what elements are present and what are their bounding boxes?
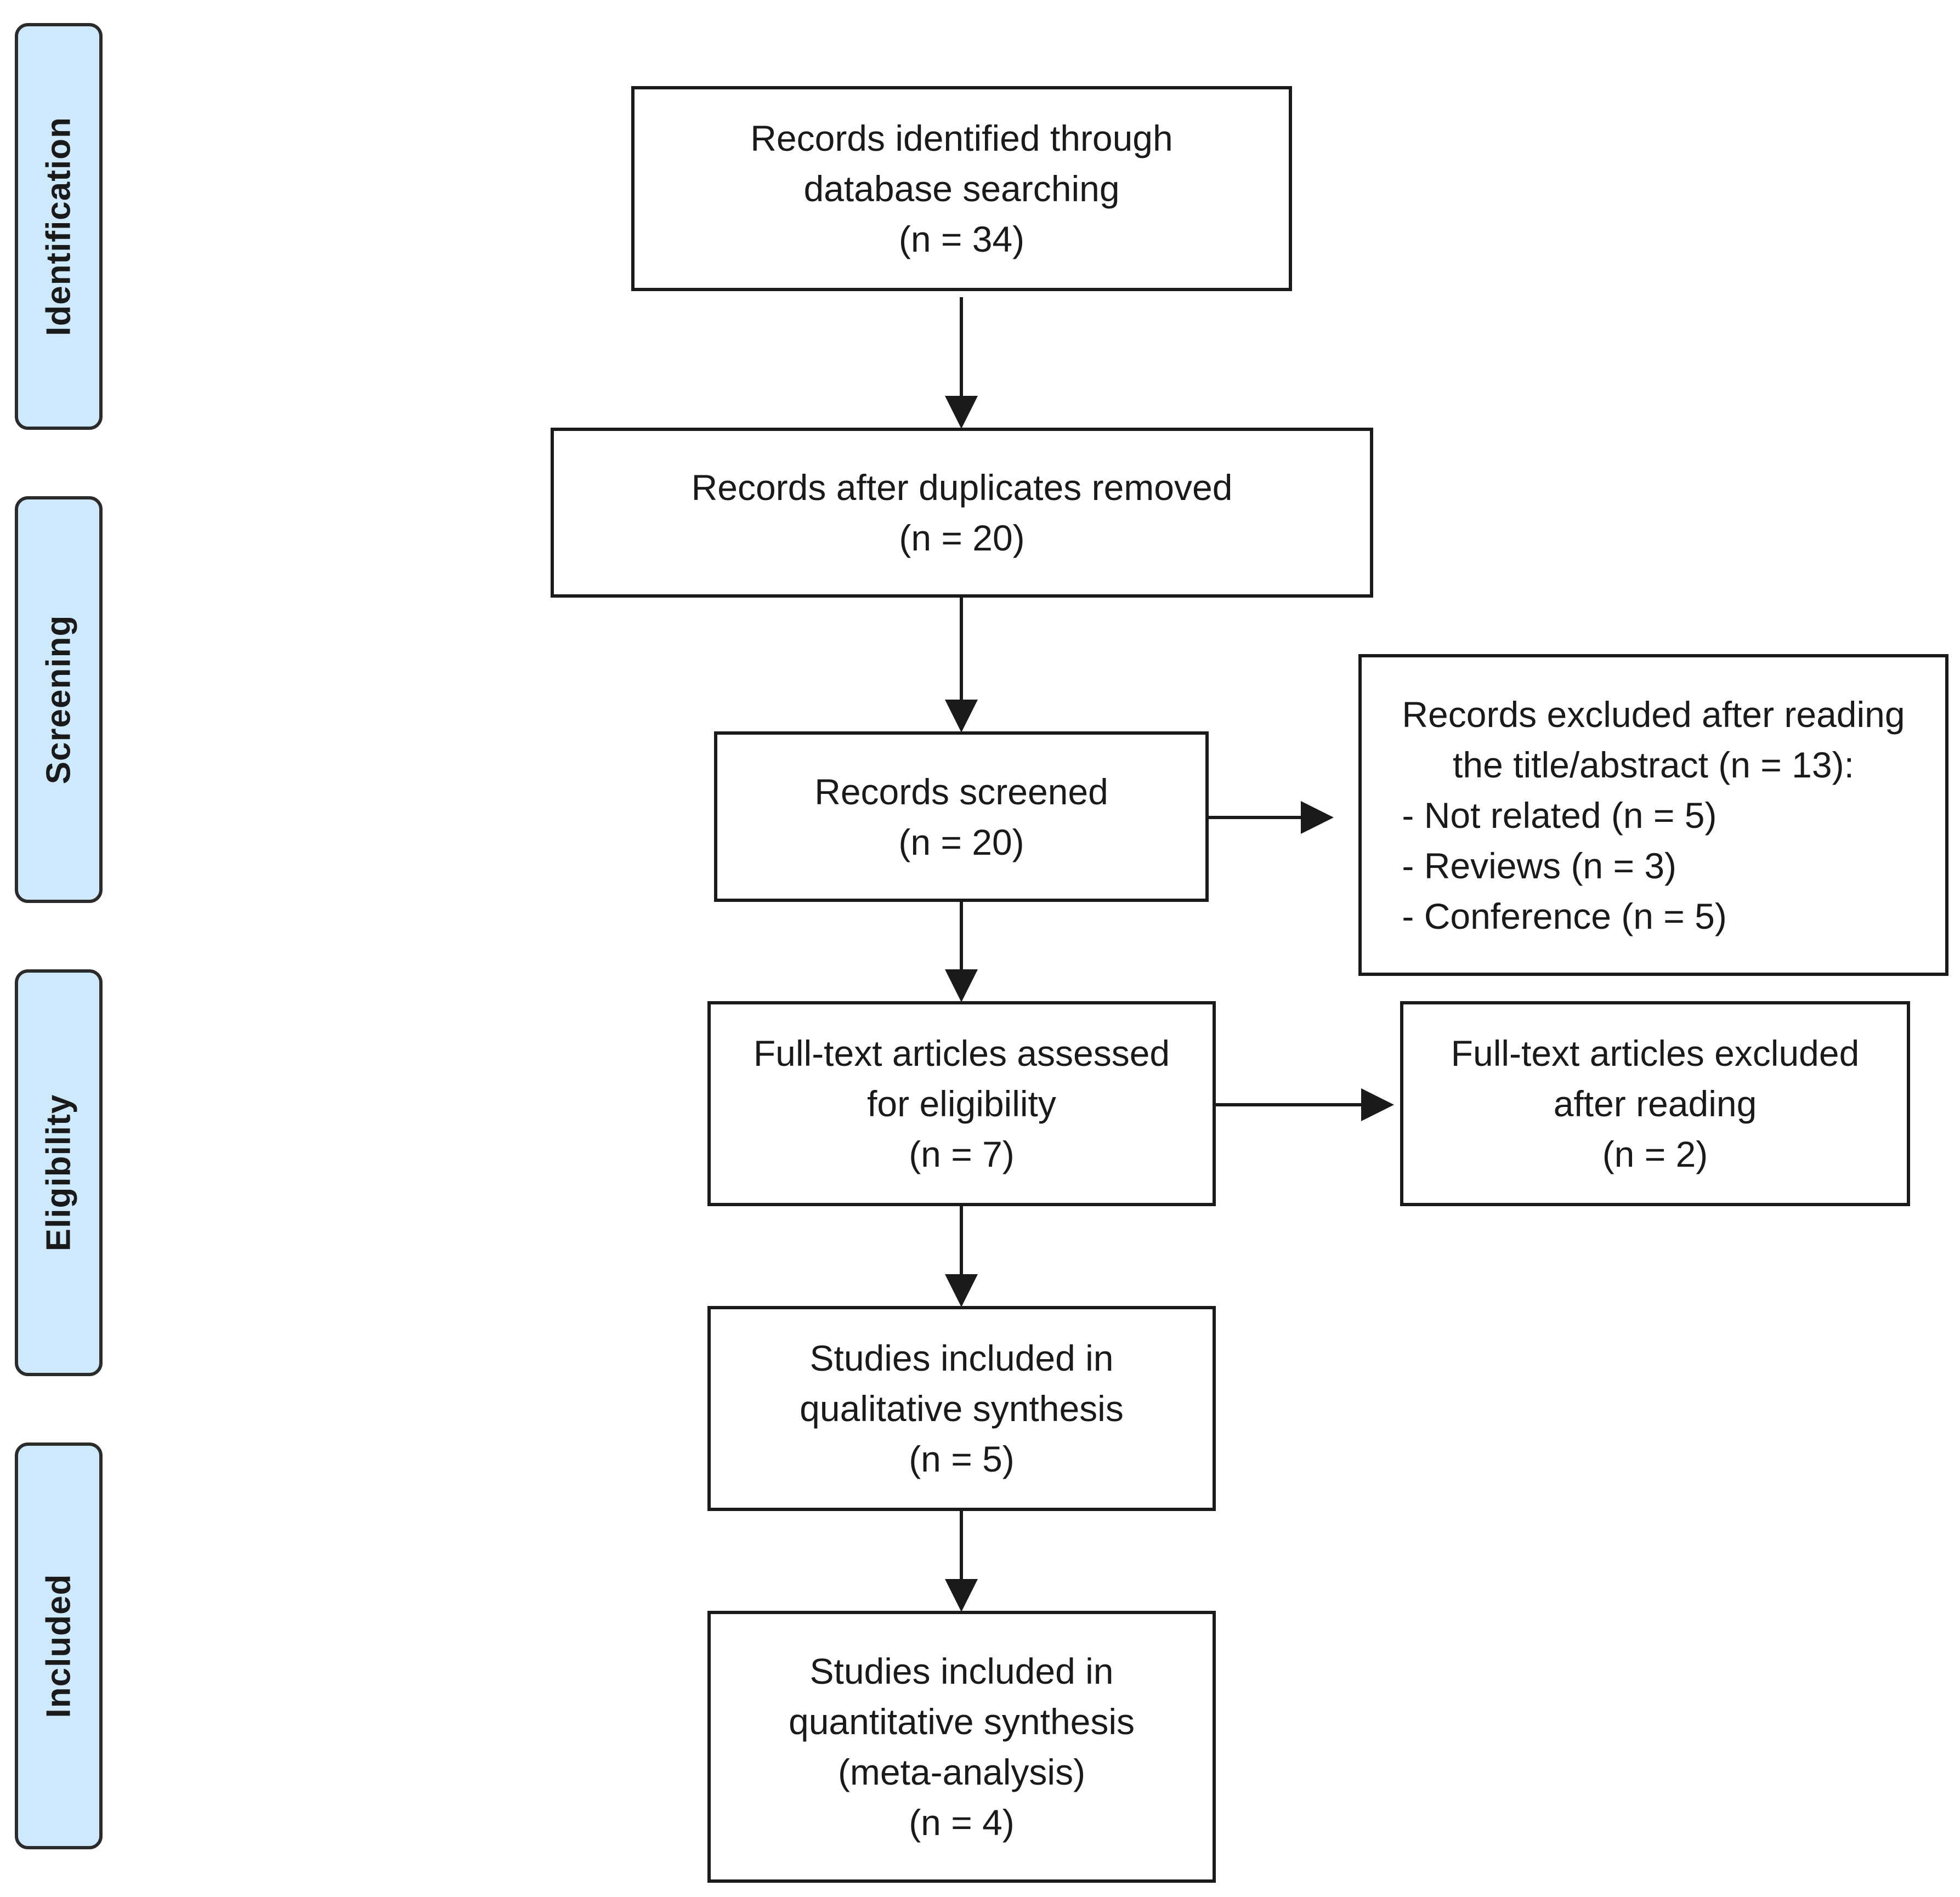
box-text-line: database searching bbox=[803, 168, 1120, 209]
box-count: (n = 2) bbox=[1602, 1134, 1708, 1174]
box-text-line: Records screened bbox=[814, 771, 1108, 812]
stage-eligibility: Eligibility bbox=[15, 969, 103, 1376]
box-text-line: Studies included in bbox=[809, 1338, 1114, 1378]
box-text-line: Records identified through bbox=[750, 118, 1173, 158]
box-count: (n = 20) bbox=[899, 518, 1025, 558]
box-text-line: (meta-analysis) bbox=[837, 1752, 1086, 1792]
box-text-line: Full-text articles assessed bbox=[753, 1033, 1170, 1074]
exclusion-reason-item: - Conference (n = 5) bbox=[1402, 895, 1727, 936]
box-text-line: Full-text articles excluded bbox=[1451, 1033, 1860, 1074]
box-quantitative-synthesis: Studies included in quantitative synthes… bbox=[707, 1611, 1216, 1883]
box-records-deduplicated: Records after duplicates removed (n = 20… bbox=[551, 428, 1373, 598]
box-count: (n = 20) bbox=[898, 821, 1024, 862]
box-count: (n = 4) bbox=[909, 1802, 1015, 1843]
stage-identification: Identification bbox=[15, 23, 103, 430]
box-text-line: Records after duplicates removed bbox=[691, 467, 1233, 508]
box-text-line: after reading bbox=[1553, 1083, 1757, 1124]
stage-included: Included bbox=[15, 1442, 103, 1849]
box-text-line: qualitative synthesis bbox=[800, 1388, 1124, 1429]
box-text-line: the title/abstract (n = 13): bbox=[1453, 744, 1854, 785]
box-text-line: quantitative synthesis bbox=[788, 1701, 1135, 1742]
box-count: (n = 5) bbox=[909, 1439, 1015, 1479]
stage-screening: Screening bbox=[15, 496, 103, 903]
box-records-identified: Records identified through database sear… bbox=[631, 86, 1292, 291]
box-records-excluded-screening: Records excluded after reading the title… bbox=[1358, 654, 1948, 976]
box-text-line: for eligibility bbox=[867, 1083, 1056, 1124]
exclusion-reason-item: - Not related (n = 5) bbox=[1402, 794, 1717, 836]
box-fulltext-excluded: Full-text articles excluded after readin… bbox=[1400, 1001, 1910, 1206]
box-text-line: Records excluded after reading bbox=[1402, 694, 1905, 735]
box-text-line: Studies included in bbox=[809, 1651, 1114, 1691]
exclusion-reason-item: - Reviews (n = 3) bbox=[1402, 845, 1677, 886]
box-count: (n = 34) bbox=[898, 219, 1025, 259]
box-records-screened: Records screened (n = 20) bbox=[714, 731, 1209, 902]
box-qualitative-synthesis: Studies included in qualitative synthesi… bbox=[707, 1306, 1216, 1511]
box-fulltext-assessed: Full-text articles assessed for eligibil… bbox=[707, 1001, 1216, 1206]
box-count: (n = 7) bbox=[909, 1134, 1015, 1174]
